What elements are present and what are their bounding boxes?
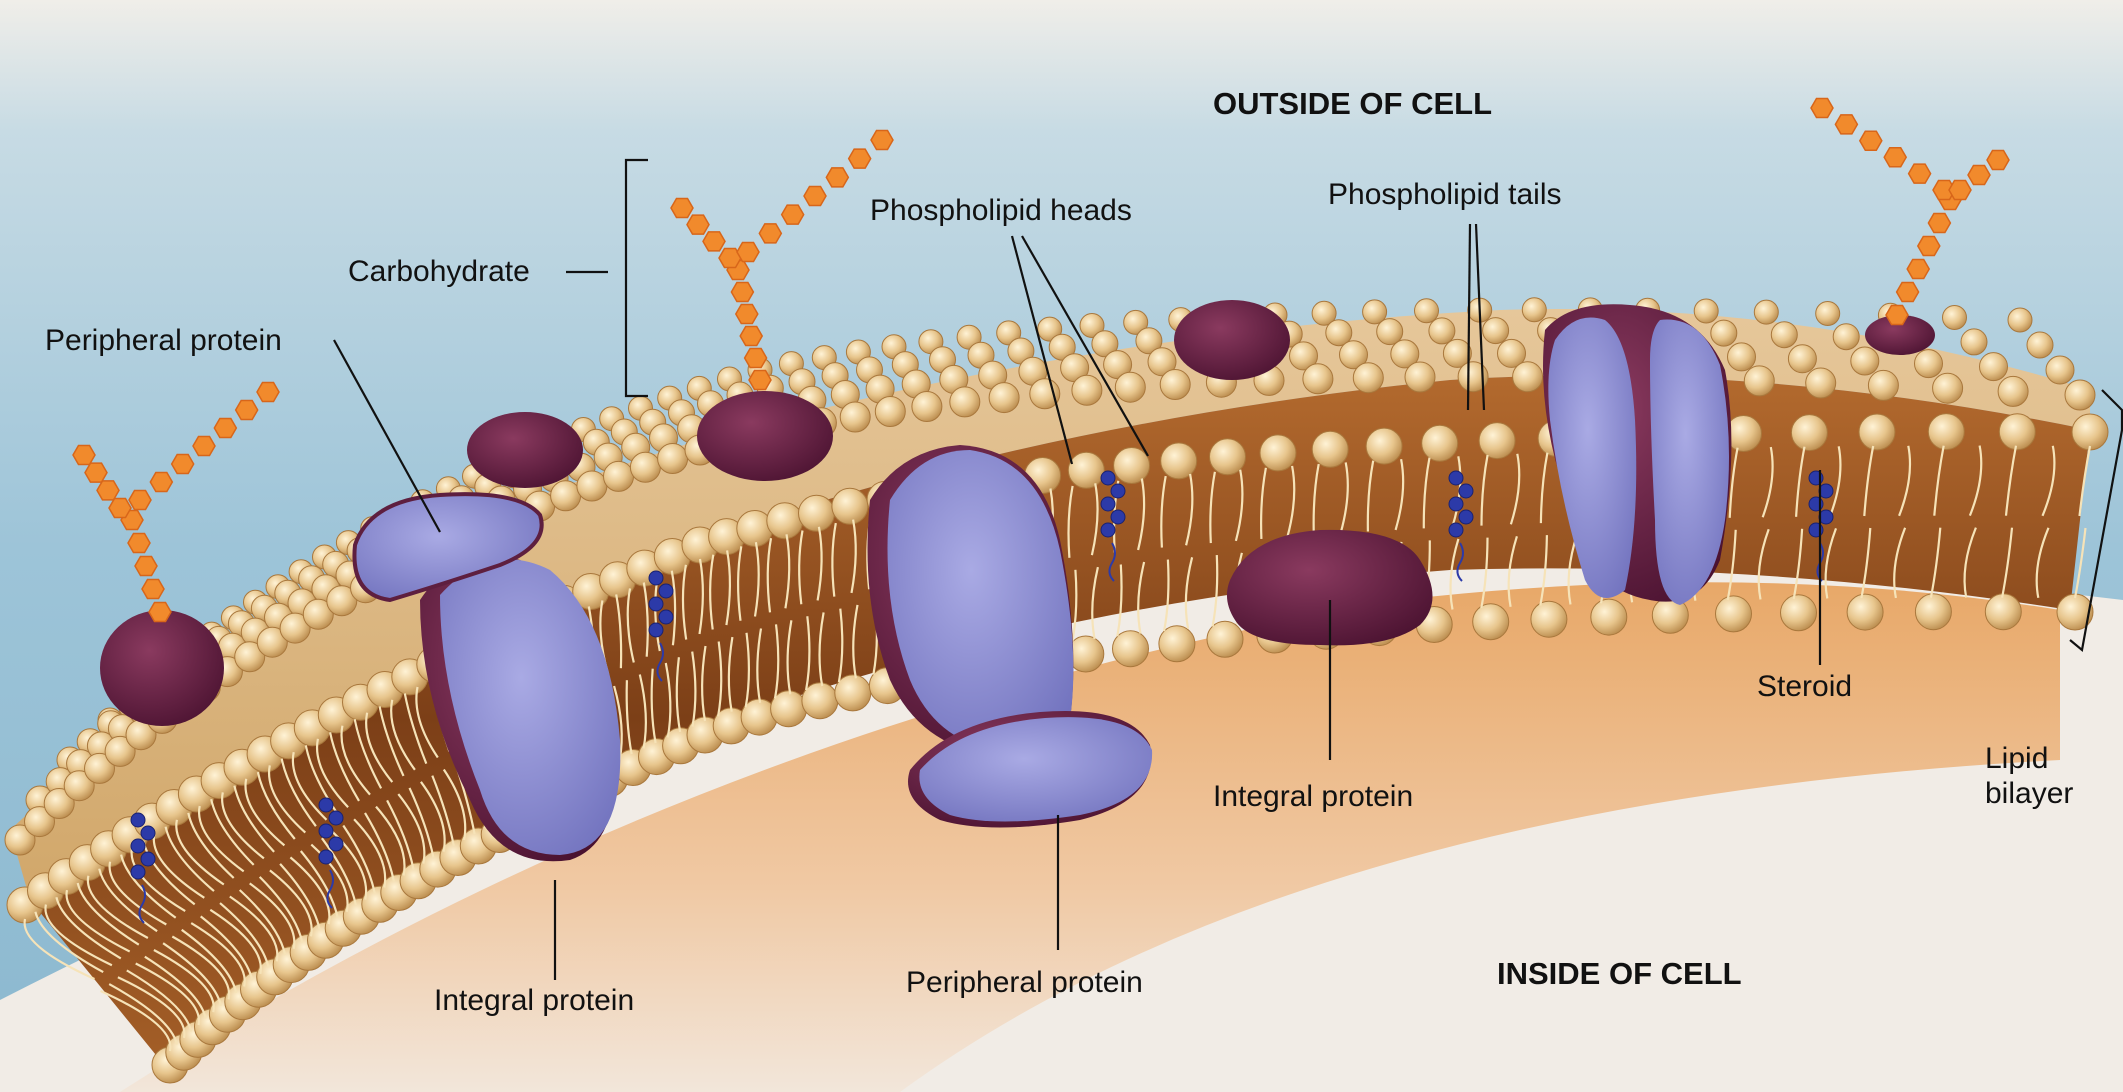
glycoprotein-base-2: [1865, 315, 1935, 355]
peripheral-protein-small-2: [1174, 300, 1290, 380]
channel-protein-shape: [1543, 304, 1732, 605]
inside-of-cell-label: INSIDE OF CELL: [1497, 956, 1742, 991]
carbohydrate-label: Carbohydrate: [348, 255, 530, 288]
tails-leader-2: [1474, 223, 1486, 411]
peripheral-protein-left-leader: [333, 339, 441, 533]
carbohydrate-bracket: [624, 158, 648, 398]
integral-protein-center-shape: [867, 445, 1153, 828]
phospholipid-tails-label: Phospholipid tails: [1328, 178, 1562, 211]
integral-protein-left-label: Integral protein: [434, 984, 635, 1017]
phospholipid-heads-label: Phospholipid heads: [870, 194, 1132, 227]
glycoprotein-base-1: [697, 391, 833, 481]
integral-protein-center-label: Integral protein: [1213, 780, 1414, 813]
steroid-label: Steroid: [1757, 670, 1853, 703]
heads-leader-1: [1010, 235, 1074, 465]
lipid-bilayer-label: Lipid bilayer: [1985, 742, 2074, 810]
integral-protein-left-shape: [352, 492, 621, 862]
outside-of-cell-label: OUTSIDE OF CELL: [1213, 86, 1492, 121]
membrane-tail-band: [30, 375, 2090, 1060]
peripheral-protein-left-label: Peripheral protein: [45, 324, 282, 357]
tails-leader-1: [1466, 223, 1472, 411]
peripheral-protein-small-1: [467, 412, 583, 488]
integral-protein-dark-shape: [1226, 529, 1433, 646]
lipid-bilayer-bracket: [2069, 389, 2123, 653]
peripheral-protein-bottom-label: Peripheral protein: [906, 966, 1143, 999]
leader-lines: [333, 158, 2123, 980]
cytoplasm: [120, 582, 2060, 1092]
heads-leader-2: [1021, 235, 1149, 457]
glycoprotein-base-3: [100, 610, 224, 726]
